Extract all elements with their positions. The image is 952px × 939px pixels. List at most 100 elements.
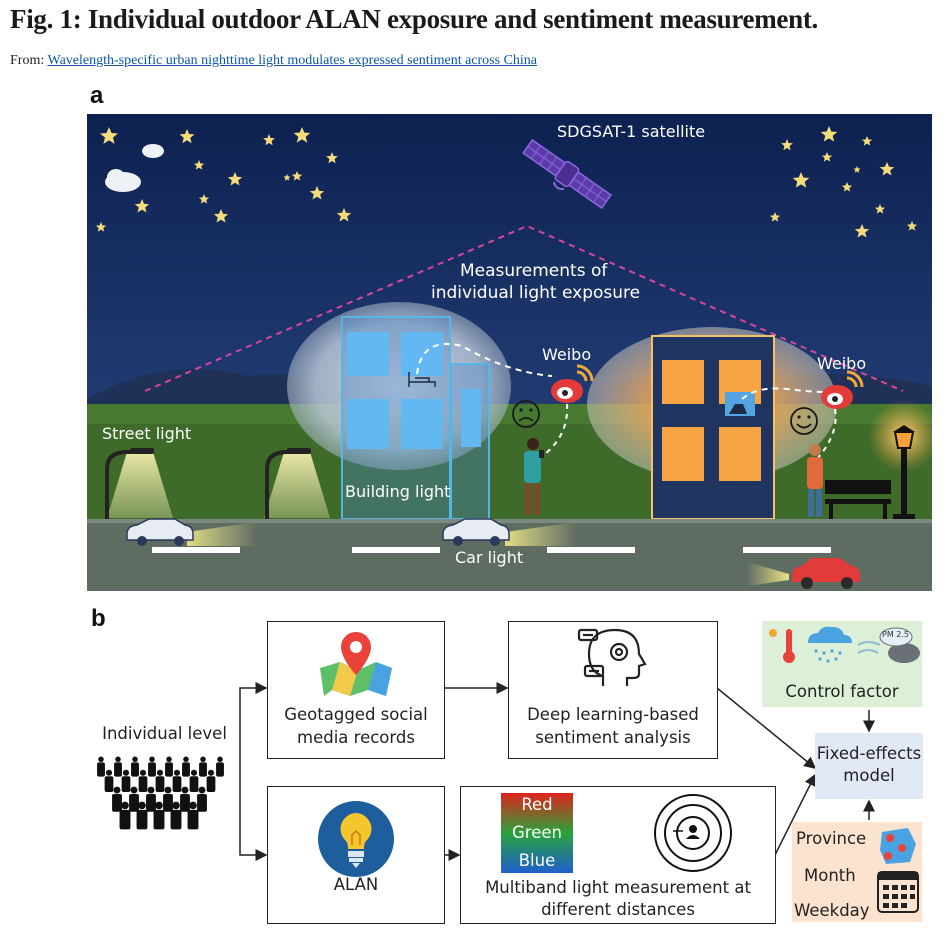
person-head — [113, 786, 121, 794]
person-head — [115, 756, 121, 763]
person-head — [121, 801, 129, 810]
person-head — [181, 786, 189, 794]
person-head — [217, 756, 223, 763]
weibo-label-left: Weibo — [542, 345, 592, 364]
band-green-label: Green — [512, 823, 562, 842]
alan-box: ALAN — [267, 786, 445, 924]
park-bench — [825, 480, 891, 520]
deep-learning-line1: Deep learning-based — [527, 705, 699, 724]
pm25-badge: PM 2.5 — [882, 630, 909, 639]
person-body — [114, 762, 122, 777]
happy-face-icon — [790, 407, 818, 435]
panel-a-scene: SDGSAT-1 satellite Measurements of indiv… — [87, 114, 932, 591]
person-body — [155, 776, 165, 792]
multiband-line1: Multiband light measurement at — [485, 878, 751, 897]
weibo-icon — [821, 370, 864, 409]
measurement-label-line1: Measurements of — [460, 261, 608, 281]
person-body — [104, 776, 114, 792]
person-head — [156, 769, 164, 776]
person-head — [132, 756, 138, 763]
person-head — [130, 786, 138, 794]
person-body — [206, 776, 216, 792]
individual-level-label: Individual level — [102, 724, 227, 743]
stars — [95, 126, 918, 238]
person-head — [200, 756, 206, 763]
red-car-icon — [747, 558, 860, 589]
person-body — [189, 776, 199, 792]
weibo-label-right: Weibo — [817, 354, 867, 373]
fixed-effects-box: Fixed-effects model — [815, 733, 923, 799]
control-factor-label: Control factor — [785, 682, 899, 701]
multiband-line2: different distances — [541, 900, 695, 919]
satellite-label: SDGSAT-1 satellite — [557, 122, 706, 141]
person-with-phone — [807, 444, 823, 517]
band-red-label: Red — [521, 795, 553, 814]
blue-building — [341, 316, 490, 520]
panel-b-label: b — [91, 605, 106, 632]
person-head — [166, 756, 172, 763]
street-light-label: Street light — [102, 424, 192, 443]
person-head — [207, 769, 215, 776]
person-body — [121, 776, 131, 792]
person-head — [198, 786, 206, 794]
person-body — [182, 762, 190, 777]
weibo-icon — [551, 364, 594, 403]
person-body — [131, 762, 139, 777]
ai-head-icon — [577, 628, 647, 686]
person-head — [139, 769, 147, 776]
person-body — [216, 762, 224, 777]
lantern-lamp — [893, 425, 915, 520]
person-body — [112, 794, 122, 812]
person-body — [197, 794, 207, 812]
person-head — [189, 801, 197, 810]
alan-label: ALAN — [333, 875, 379, 894]
sad-face-icon — [512, 400, 540, 428]
satellite-icon — [522, 138, 612, 210]
deep-learning-line2: sentiment analysis — [535, 728, 691, 747]
source-article-link[interactable]: Wavelength-specific urban nighttime ligh… — [47, 53, 538, 68]
white-car-icon — [126, 518, 257, 546]
person-body — [187, 809, 199, 830]
multiband-box: Red Green Blue Multiband light measureme… — [460, 786, 776, 924]
person-head — [155, 801, 163, 810]
person-body — [148, 762, 156, 777]
person-head — [173, 769, 181, 776]
person-head — [164, 786, 172, 794]
province-label: Province — [796, 829, 867, 848]
crowd-icon — [97, 756, 224, 830]
orange-building — [651, 335, 775, 520]
person-body — [97, 762, 105, 777]
person-body — [165, 762, 173, 777]
person-body — [153, 809, 165, 830]
fixed-effects-line2: model — [843, 766, 895, 785]
month-label: Month — [804, 866, 856, 885]
distance-rings-icon — [654, 794, 732, 872]
panel-a-label: a — [90, 82, 104, 109]
map-calendar-icons — [877, 828, 919, 913]
person-body — [136, 809, 148, 830]
person-head — [190, 769, 198, 776]
person-body — [172, 776, 182, 792]
light-bulb-icon — [318, 801, 394, 877]
measurement-label-line2: individual light exposure — [431, 283, 641, 303]
person-body — [170, 809, 182, 830]
person-body — [199, 762, 207, 777]
fixed-effects-line1: Fixed-effects — [816, 744, 922, 763]
person-head — [98, 756, 104, 763]
control-factor-box: PM 2.5 Control factor — [762, 621, 922, 707]
moon-icon — [105, 136, 164, 192]
figure-title: Fig. 1: Individual outdoor ALAN exposure… — [10, 4, 818, 34]
person-body — [163, 794, 173, 812]
deep-learning-box: Deep learning-based sentiment analysis — [508, 621, 718, 759]
person-with-phone — [524, 438, 544, 515]
map-pin-icon — [320, 632, 392, 696]
person-head — [138, 801, 146, 810]
person-head — [172, 801, 180, 810]
geotagged-box: Geotagged social media records — [267, 621, 445, 759]
car-light-label: Car light — [455, 548, 524, 567]
rgb-band-gradient — [501, 793, 573, 873]
person-body — [180, 794, 190, 812]
person-head — [183, 756, 189, 763]
person-head — [122, 769, 130, 776]
street-lamp — [264, 448, 330, 519]
